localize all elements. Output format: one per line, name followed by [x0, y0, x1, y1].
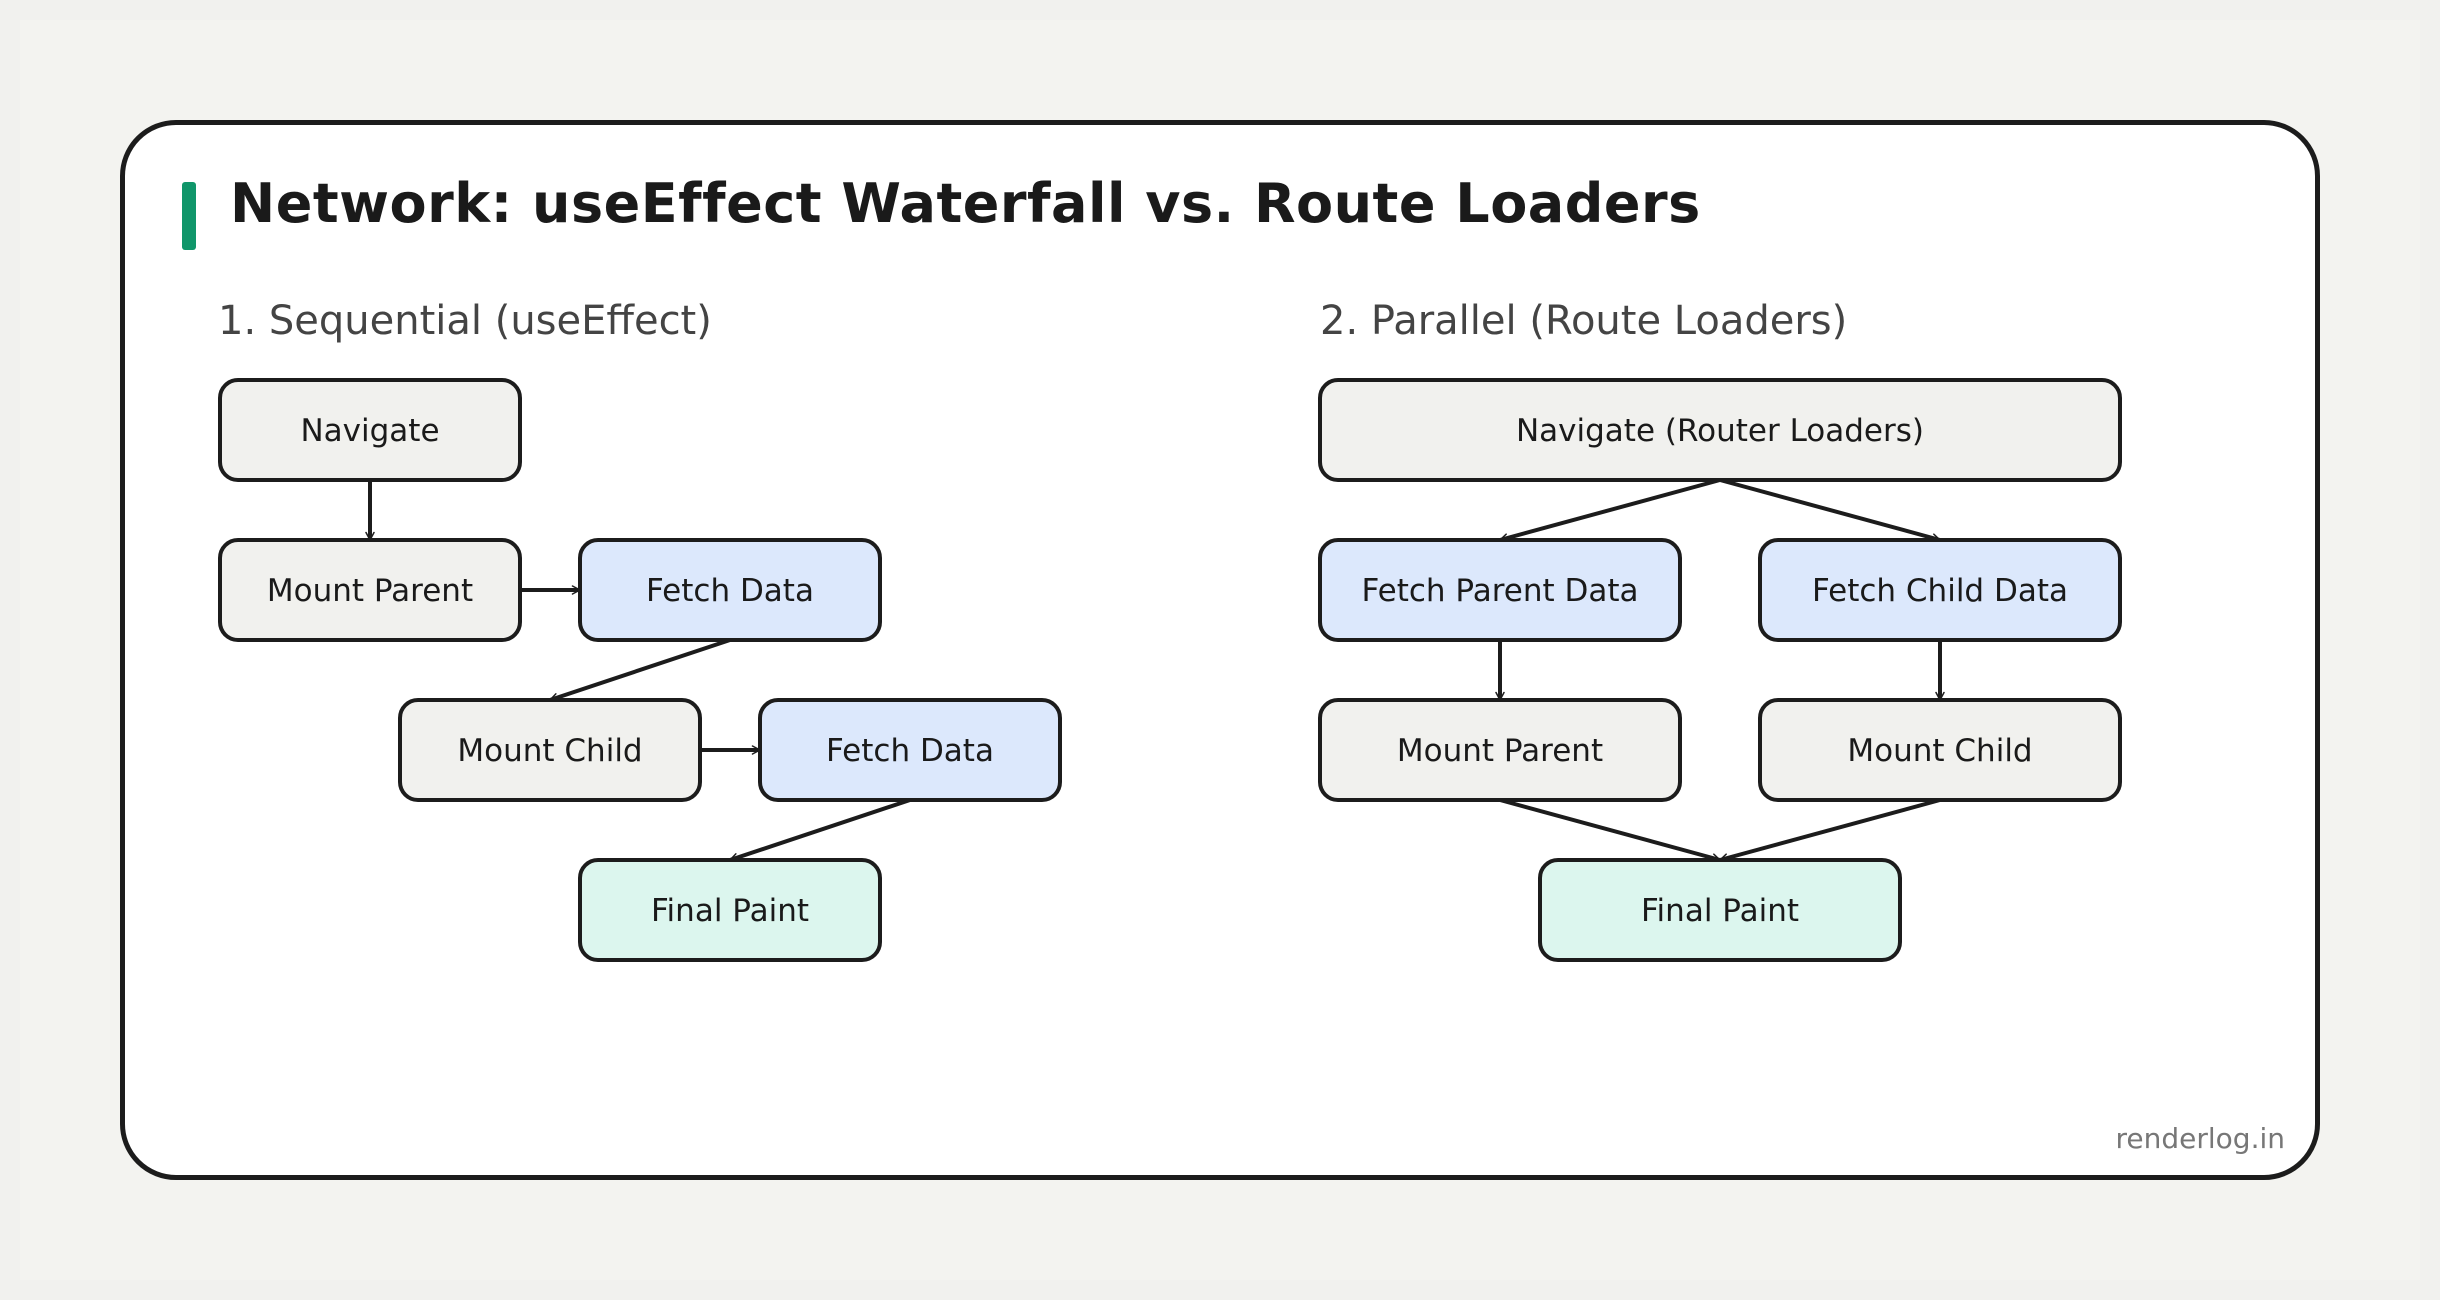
- node-label: Mount Child: [457, 733, 642, 769]
- node-par-mount-child: Mount Child: [1758, 698, 2122, 802]
- node-box: [218, 378, 522, 482]
- node-box: [398, 698, 702, 802]
- section-label-sequential: 1. Sequential (useEffect): [218, 298, 712, 344]
- node-seq-fetch-data-1: Fetch Data: [578, 538, 882, 642]
- node-label: Mount Child: [1847, 733, 2032, 769]
- node-label: Navigate (Router Loaders): [1516, 413, 1924, 449]
- node-box: [758, 698, 1062, 802]
- node-label: Fetch Child Data: [1812, 573, 2068, 609]
- node-par-fetch-parent: Fetch Parent Data: [1318, 538, 1682, 642]
- edge-par-mount-parent-to-par-final-paint: [1498, 798, 1722, 863]
- node-seq-mount-parent: Mount Parent: [218, 538, 522, 642]
- title-accent-bar: [182, 182, 196, 250]
- node-label: Final Paint: [651, 893, 809, 929]
- watermark: renderlog.in: [2115, 1122, 2286, 1155]
- node-seq-navigate: Navigate: [218, 378, 522, 482]
- node-box: [1318, 538, 1682, 642]
- node-seq-fetch-data-2: Fetch Data: [758, 698, 1062, 802]
- node-box: [1318, 378, 2122, 482]
- edge-par-mount-child-to-par-final-paint: [1718, 798, 1942, 863]
- node-par-mount-parent: Mount Parent: [1318, 698, 1682, 802]
- node-box: [578, 538, 882, 642]
- node-seq-mount-child: Mount Child: [398, 698, 702, 802]
- node-label: Fetch Parent Data: [1361, 573, 1638, 609]
- section-label-parallel: 2. Parallel (Route Loaders): [1320, 298, 1848, 344]
- node-seq-final-paint: Final Paint: [578, 858, 882, 962]
- node-par-final-paint: Final Paint: [1538, 858, 1902, 962]
- edge-seq-fetch-data-2-to-seq-final-paint: [728, 798, 912, 863]
- node-label: Fetch Data: [646, 573, 814, 609]
- node-box: [1318, 698, 1682, 802]
- node-label: Mount Parent: [1397, 733, 1603, 769]
- node-box: [218, 538, 522, 642]
- edge-par-navigate-to-par-fetch-child: [1718, 478, 1942, 543]
- node-label: Final Paint: [1641, 893, 1799, 929]
- node-par-navigate: Navigate (Router Loaders): [1318, 378, 2122, 482]
- node-par-fetch-child: Fetch Child Data: [1758, 538, 2122, 642]
- diagram-title: Network: useEffect Waterfall vs. Route L…: [230, 172, 1701, 235]
- diagram-card: [120, 120, 2320, 1180]
- node-label: Mount Parent: [267, 573, 473, 609]
- edge-seq-fetch-data-1-to-seq-mount-child: [548, 638, 732, 703]
- edge-par-navigate-to-par-fetch-parent: [1498, 478, 1722, 543]
- node-box: [1758, 698, 2122, 802]
- node-box: [1538, 858, 1902, 962]
- node-label: Navigate: [300, 413, 439, 449]
- node-label: Fetch Data: [826, 733, 994, 769]
- node-box: [1758, 538, 2122, 642]
- node-box: [578, 858, 882, 962]
